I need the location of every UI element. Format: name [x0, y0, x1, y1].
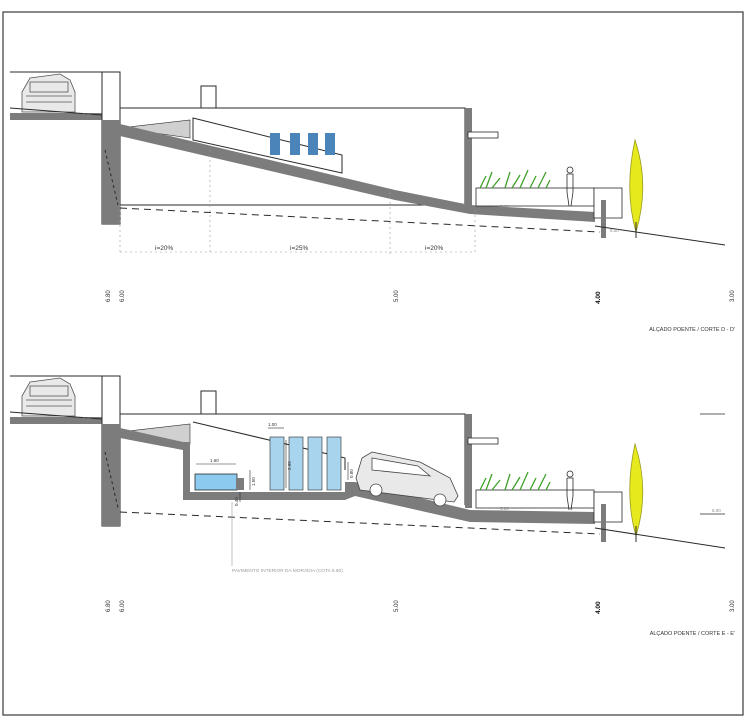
ramp-slab	[120, 124, 595, 222]
scale-value: 4.00	[595, 601, 602, 614]
dimension-label: 1.60	[210, 458, 219, 463]
gate	[593, 187, 623, 219]
terrain-right	[594, 527, 726, 549]
section-title: ALÇADO POENTE / CORTE D - D'	[649, 327, 735, 333]
level-mark: 5.00	[610, 228, 619, 233]
roof-line	[192, 421, 346, 470]
level-mark: 5.00	[712, 508, 721, 513]
glass-panels	[269, 436, 342, 491]
dimension-lines	[196, 427, 349, 502]
dimension-label: 0.80	[349, 469, 354, 478]
scale-value: 6.80	[106, 600, 112, 612]
gate-post	[601, 200, 606, 238]
scale-value: 4.00	[595, 291, 602, 304]
dimension-label: 2.95	[287, 461, 292, 470]
chimney	[200, 390, 217, 415]
floor-slab	[183, 442, 595, 524]
roof-slab	[120, 428, 183, 450]
pool-edge	[236, 478, 244, 490]
scale-value: 6.00	[120, 600, 126, 612]
shrub-icon	[479, 169, 551, 189]
scale-value: 5.00	[394, 600, 400, 612]
overhang	[467, 131, 499, 139]
sheet-border	[2, 11, 744, 716]
guide-lines	[119, 150, 476, 255]
dimension-label: 1.50	[251, 477, 256, 486]
house-column	[465, 414, 472, 508]
scale-value: 3.00	[730, 290, 736, 302]
slope-label: i=20%	[155, 245, 173, 252]
street-slab	[10, 113, 102, 120]
car-icon	[21, 73, 76, 113]
level-mark: 5.00	[500, 506, 509, 511]
slope-label: i=20%	[425, 245, 443, 252]
shrub-icon	[479, 471, 551, 491]
overhang	[467, 437, 499, 445]
dimension-label: 1.00	[268, 422, 277, 427]
slope-label: i=25%	[290, 245, 308, 252]
boundary-wall-cut	[102, 120, 120, 224]
terrain-left	[9, 107, 103, 116]
car-icon	[21, 377, 76, 417]
level-mark: 7.00	[83, 112, 92, 117]
chimney	[200, 85, 217, 109]
level-mark: 5.00	[500, 204, 509, 209]
scale-value: 6.80	[106, 290, 112, 302]
section-title: ALÇADO POENTE / CORTE E - E'	[650, 631, 735, 637]
section-e: 1.60 1.00 1.50 2.95 0.80 0.40	[9, 375, 736, 637]
window-strips	[270, 133, 335, 155]
boundary-wall-cut	[102, 424, 120, 526]
terrain-right	[594, 225, 726, 246]
planter	[475, 187, 595, 207]
scale-value: 5.00	[394, 290, 400, 302]
tree-icon	[629, 442, 644, 542]
tree-icon	[629, 138, 644, 238]
gate	[593, 491, 623, 523]
car-icon	[355, 451, 459, 507]
house-column	[465, 108, 472, 208]
natural-ground-line	[119, 511, 601, 535]
terrain-left	[9, 411, 103, 420]
person-icon	[566, 166, 574, 207]
section-d: i=20% i=25% i=20% 7.00 5.00 5.00 6.80 6.…	[9, 71, 736, 333]
scale-value: 3.00	[730, 600, 736, 612]
floor-annotation: PAVIMENTO INTERIOR DA MORADIA (COTA 5.60…	[232, 568, 343, 574]
pool	[194, 473, 238, 491]
street-slab	[10, 417, 102, 424]
natural-ground-line	[119, 207, 601, 233]
planter	[475, 489, 595, 509]
dimension-label: 0.40	[234, 497, 239, 506]
level-mark: 7.00	[83, 416, 92, 421]
scale-value: 6.00	[120, 290, 126, 302]
gate-post	[601, 504, 606, 542]
person-icon	[566, 470, 574, 511]
